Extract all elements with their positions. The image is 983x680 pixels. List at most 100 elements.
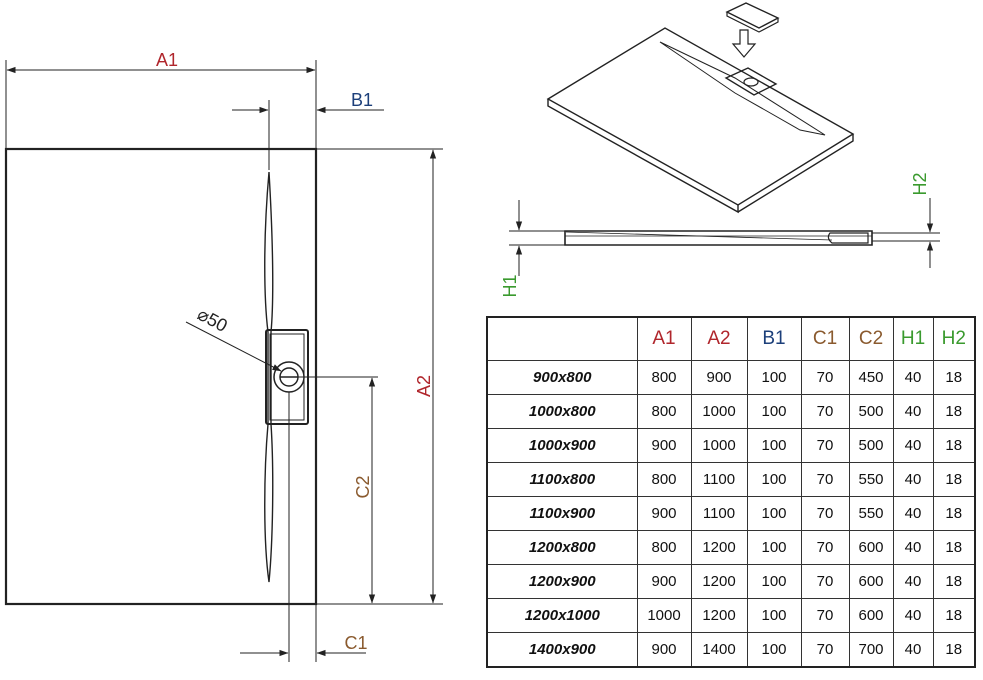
header-cell-b1: B1 xyxy=(746,316,802,361)
value-cell-h2: 18 xyxy=(932,428,976,463)
model-cell: 1100x900 xyxy=(486,496,638,531)
value-cell-c1: 70 xyxy=(800,394,850,429)
value-cell-c2: 550 xyxy=(848,462,894,497)
value-cell-c1: 70 xyxy=(800,428,850,463)
value-cell-c1: 70 xyxy=(800,632,850,668)
header-cell-a2: A2 xyxy=(690,316,748,361)
value-cell-a2: 1200 xyxy=(690,530,748,565)
value-cell-h2: 18 xyxy=(932,462,976,497)
value-cell-a1: 900 xyxy=(636,632,692,668)
diameter-leader xyxy=(185,321,282,372)
value-cell-c1: 70 xyxy=(800,598,850,633)
tray-outline xyxy=(4,147,318,606)
header-cell-h1: H1 xyxy=(892,316,934,361)
value-cell-c1: 70 xyxy=(800,530,850,565)
model-cell: 1200x1000 xyxy=(486,598,638,633)
value-cell-h1: 40 xyxy=(892,394,934,429)
value-cell-h2: 18 xyxy=(932,598,976,633)
value-cell-b1: 100 xyxy=(746,496,802,531)
value-cell-c2: 600 xyxy=(848,530,894,565)
value-cell-a1: 800 xyxy=(636,530,692,565)
drain-cover-plate xyxy=(725,2,780,29)
iso-drain-housing xyxy=(724,67,778,96)
value-cell-a2: 1200 xyxy=(690,564,748,599)
value-cell-a1: 800 xyxy=(636,394,692,429)
model-cell: 900x800 xyxy=(486,360,638,395)
label-h2: H2 xyxy=(910,172,930,195)
value-cell-h1: 40 xyxy=(892,530,934,565)
header-cell-c1: C1 xyxy=(800,316,850,361)
side-view xyxy=(509,198,940,276)
value-cell-c1: 70 xyxy=(800,462,850,497)
value-cell-a1: 900 xyxy=(636,428,692,463)
model-cell: 1000x900 xyxy=(486,428,638,463)
dimension-b1 xyxy=(232,100,384,170)
value-cell-b1: 100 xyxy=(746,530,802,565)
value-cell-a2: 1200 xyxy=(690,598,748,633)
value-cell-h2: 18 xyxy=(932,530,976,565)
dimension-c1 xyxy=(240,392,366,662)
value-cell-h2: 18 xyxy=(932,394,976,429)
value-cell-a1: 800 xyxy=(636,462,692,497)
value-cell-c1: 70 xyxy=(800,564,850,599)
value-cell-h1: 40 xyxy=(892,462,934,497)
value-cell-c1: 70 xyxy=(800,496,850,531)
value-cell-h1: 40 xyxy=(892,564,934,599)
model-cell: 1200x800 xyxy=(486,530,638,565)
value-cell-c2: 450 xyxy=(848,360,894,395)
value-cell-c2: 550 xyxy=(848,496,894,531)
value-cell-a2: 1100 xyxy=(690,462,748,497)
header-cell-a1: A1 xyxy=(636,316,692,361)
value-cell-a2: 1000 xyxy=(690,428,748,463)
tray-top-face xyxy=(546,27,855,206)
label-c2: C2 xyxy=(353,475,373,498)
value-cell-b1: 100 xyxy=(746,632,802,668)
value-cell-a2: 1400 xyxy=(690,632,748,668)
tray-front-edge xyxy=(547,99,739,214)
value-cell-h2: 18 xyxy=(932,564,976,599)
value-cell-h2: 18 xyxy=(932,496,976,531)
value-cell-a1: 800 xyxy=(636,360,692,395)
isometric-view xyxy=(546,2,855,214)
dimension-a2 xyxy=(316,148,443,605)
value-cell-h1: 40 xyxy=(892,632,934,668)
label-b1: B1 xyxy=(351,90,373,110)
value-cell-c2: 600 xyxy=(848,598,894,633)
value-cell-a1: 900 xyxy=(636,496,692,531)
value-cell-b1: 100 xyxy=(746,428,802,463)
value-cell-h2: 18 xyxy=(932,360,976,395)
value-cell-c2: 500 xyxy=(848,428,894,463)
model-cell: 1400x900 xyxy=(486,632,638,668)
header-cell-h2: H2 xyxy=(932,316,976,361)
side-profile xyxy=(564,230,873,246)
value-cell-b1: 100 xyxy=(746,598,802,633)
value-cell-b1: 100 xyxy=(746,564,802,599)
value-cell-a2: 1000 xyxy=(690,394,748,429)
top-view xyxy=(4,147,378,606)
model-cell: 1000x800 xyxy=(486,394,638,429)
value-cell-h1: 40 xyxy=(892,360,934,395)
label-c1: C1 xyxy=(344,633,367,653)
value-cell-a1: 900 xyxy=(636,564,692,599)
value-cell-a2: 900 xyxy=(690,360,748,395)
value-cell-c2: 500 xyxy=(848,394,894,429)
model-cell: 1100x800 xyxy=(486,462,638,497)
value-cell-b1: 100 xyxy=(746,394,802,429)
model-cell: 1200x900 xyxy=(486,564,638,599)
value-cell-h1: 40 xyxy=(892,496,934,531)
value-cell-c2: 700 xyxy=(848,632,894,668)
header-cell-c2: C2 xyxy=(848,316,894,361)
iso-drain-channel xyxy=(659,41,826,136)
drain-channel xyxy=(264,171,274,583)
